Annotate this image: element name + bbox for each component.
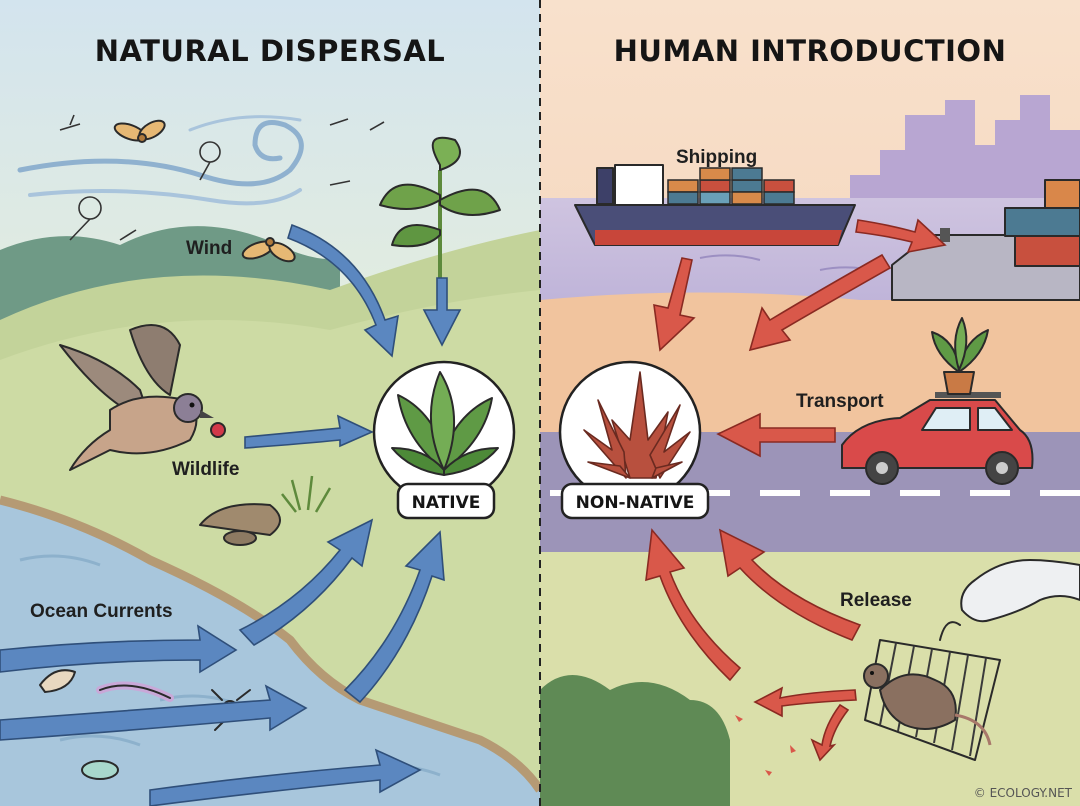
arrow-transport-to-nonnative — [716, 412, 836, 458]
arrow-release-to-nonnative-2 — [645, 528, 742, 682]
arrow-ocean-to-native-2 — [343, 530, 445, 704]
native-badge — [396, 482, 496, 520]
scatter-marks — [735, 715, 796, 776]
release-label: Release — [840, 590, 912, 611]
human-introduction-panel: NON-NATIVE HUMAN INTRODUCTION Shipping T… — [540, 0, 1080, 806]
rocks-icon — [199, 503, 281, 546]
gloved-hand-icon — [960, 559, 1080, 623]
maple-seed-icon — [113, 119, 166, 143]
arrow-port-to-nonnative — [748, 253, 892, 352]
shoreline — [0, 495, 544, 793]
human-introduction-arrows — [645, 218, 947, 762]
car-icon — [841, 392, 1034, 485]
non-native-badge — [560, 482, 710, 520]
wind-swirl-icon — [17, 115, 304, 206]
maple-seed-icon-2 — [241, 237, 296, 263]
port-dock-icon — [891, 179, 1080, 301]
cargo-ship-icon — [574, 164, 856, 246]
rat-icon — [863, 663, 992, 746]
potted-plant-icon — [931, 317, 989, 395]
ship-containers — [667, 167, 795, 205]
native-badge-label: NATIVE — [412, 493, 481, 513]
arrow-ship-to-port — [855, 218, 947, 254]
arrow-ocean-to-native-1 — [238, 518, 374, 647]
transport-label: Transport — [796, 391, 884, 412]
shipping-label: Shipping — [676, 147, 757, 168]
arrow-sapling-to-native — [422, 277, 462, 347]
native-plant-icon — [391, 371, 499, 476]
arrow-ocean-3 — [149, 748, 422, 806]
arrow-wind-to-native — [287, 223, 399, 358]
credit-text: © ECOLOGY.NET — [974, 786, 1073, 800]
non-native-node: NON-NATIVE — [558, 360, 710, 520]
arrow-shipping-to-nonnative — [653, 257, 696, 352]
arrow-release-to-nonnative-1 — [718, 528, 862, 642]
sapling-icon — [379, 136, 501, 280]
dandelion-seed-icons — [59, 114, 385, 241]
bird-icon — [59, 324, 226, 471]
native-node: NATIVE — [372, 360, 516, 520]
non-native-plant-icon — [583, 371, 691, 479]
grass-tuft-icon — [281, 475, 332, 513]
berry-icon — [210, 422, 226, 438]
arrow-release-small-2 — [810, 703, 850, 762]
human-introduction-title: HUMAN INTRODUCTION — [614, 34, 1007, 68]
arrow-ocean-2 — [0, 684, 308, 741]
natural-dispersal-title: NATURAL DISPERSAL — [95, 34, 446, 68]
natural-dispersal-panel: NATIVE NATURAL DISPERSAL Wind Wildlife O… — [0, 0, 544, 806]
bush — [540, 675, 730, 806]
non-native-badge-label: NON-NATIVE — [576, 493, 695, 513]
natural-dispersal-arrows — [0, 223, 462, 806]
wind-label: Wind — [186, 238, 232, 259]
wildlife-label: Wildlife — [172, 459, 239, 480]
arrow-release-small-1 — [753, 686, 857, 718]
non-native-circle — [558, 360, 702, 504]
ocean-currents-label: Ocean Currents — [30, 601, 173, 622]
arrow-wildlife-to-native — [244, 414, 374, 449]
arrow-ocean-1 — [0, 624, 238, 674]
